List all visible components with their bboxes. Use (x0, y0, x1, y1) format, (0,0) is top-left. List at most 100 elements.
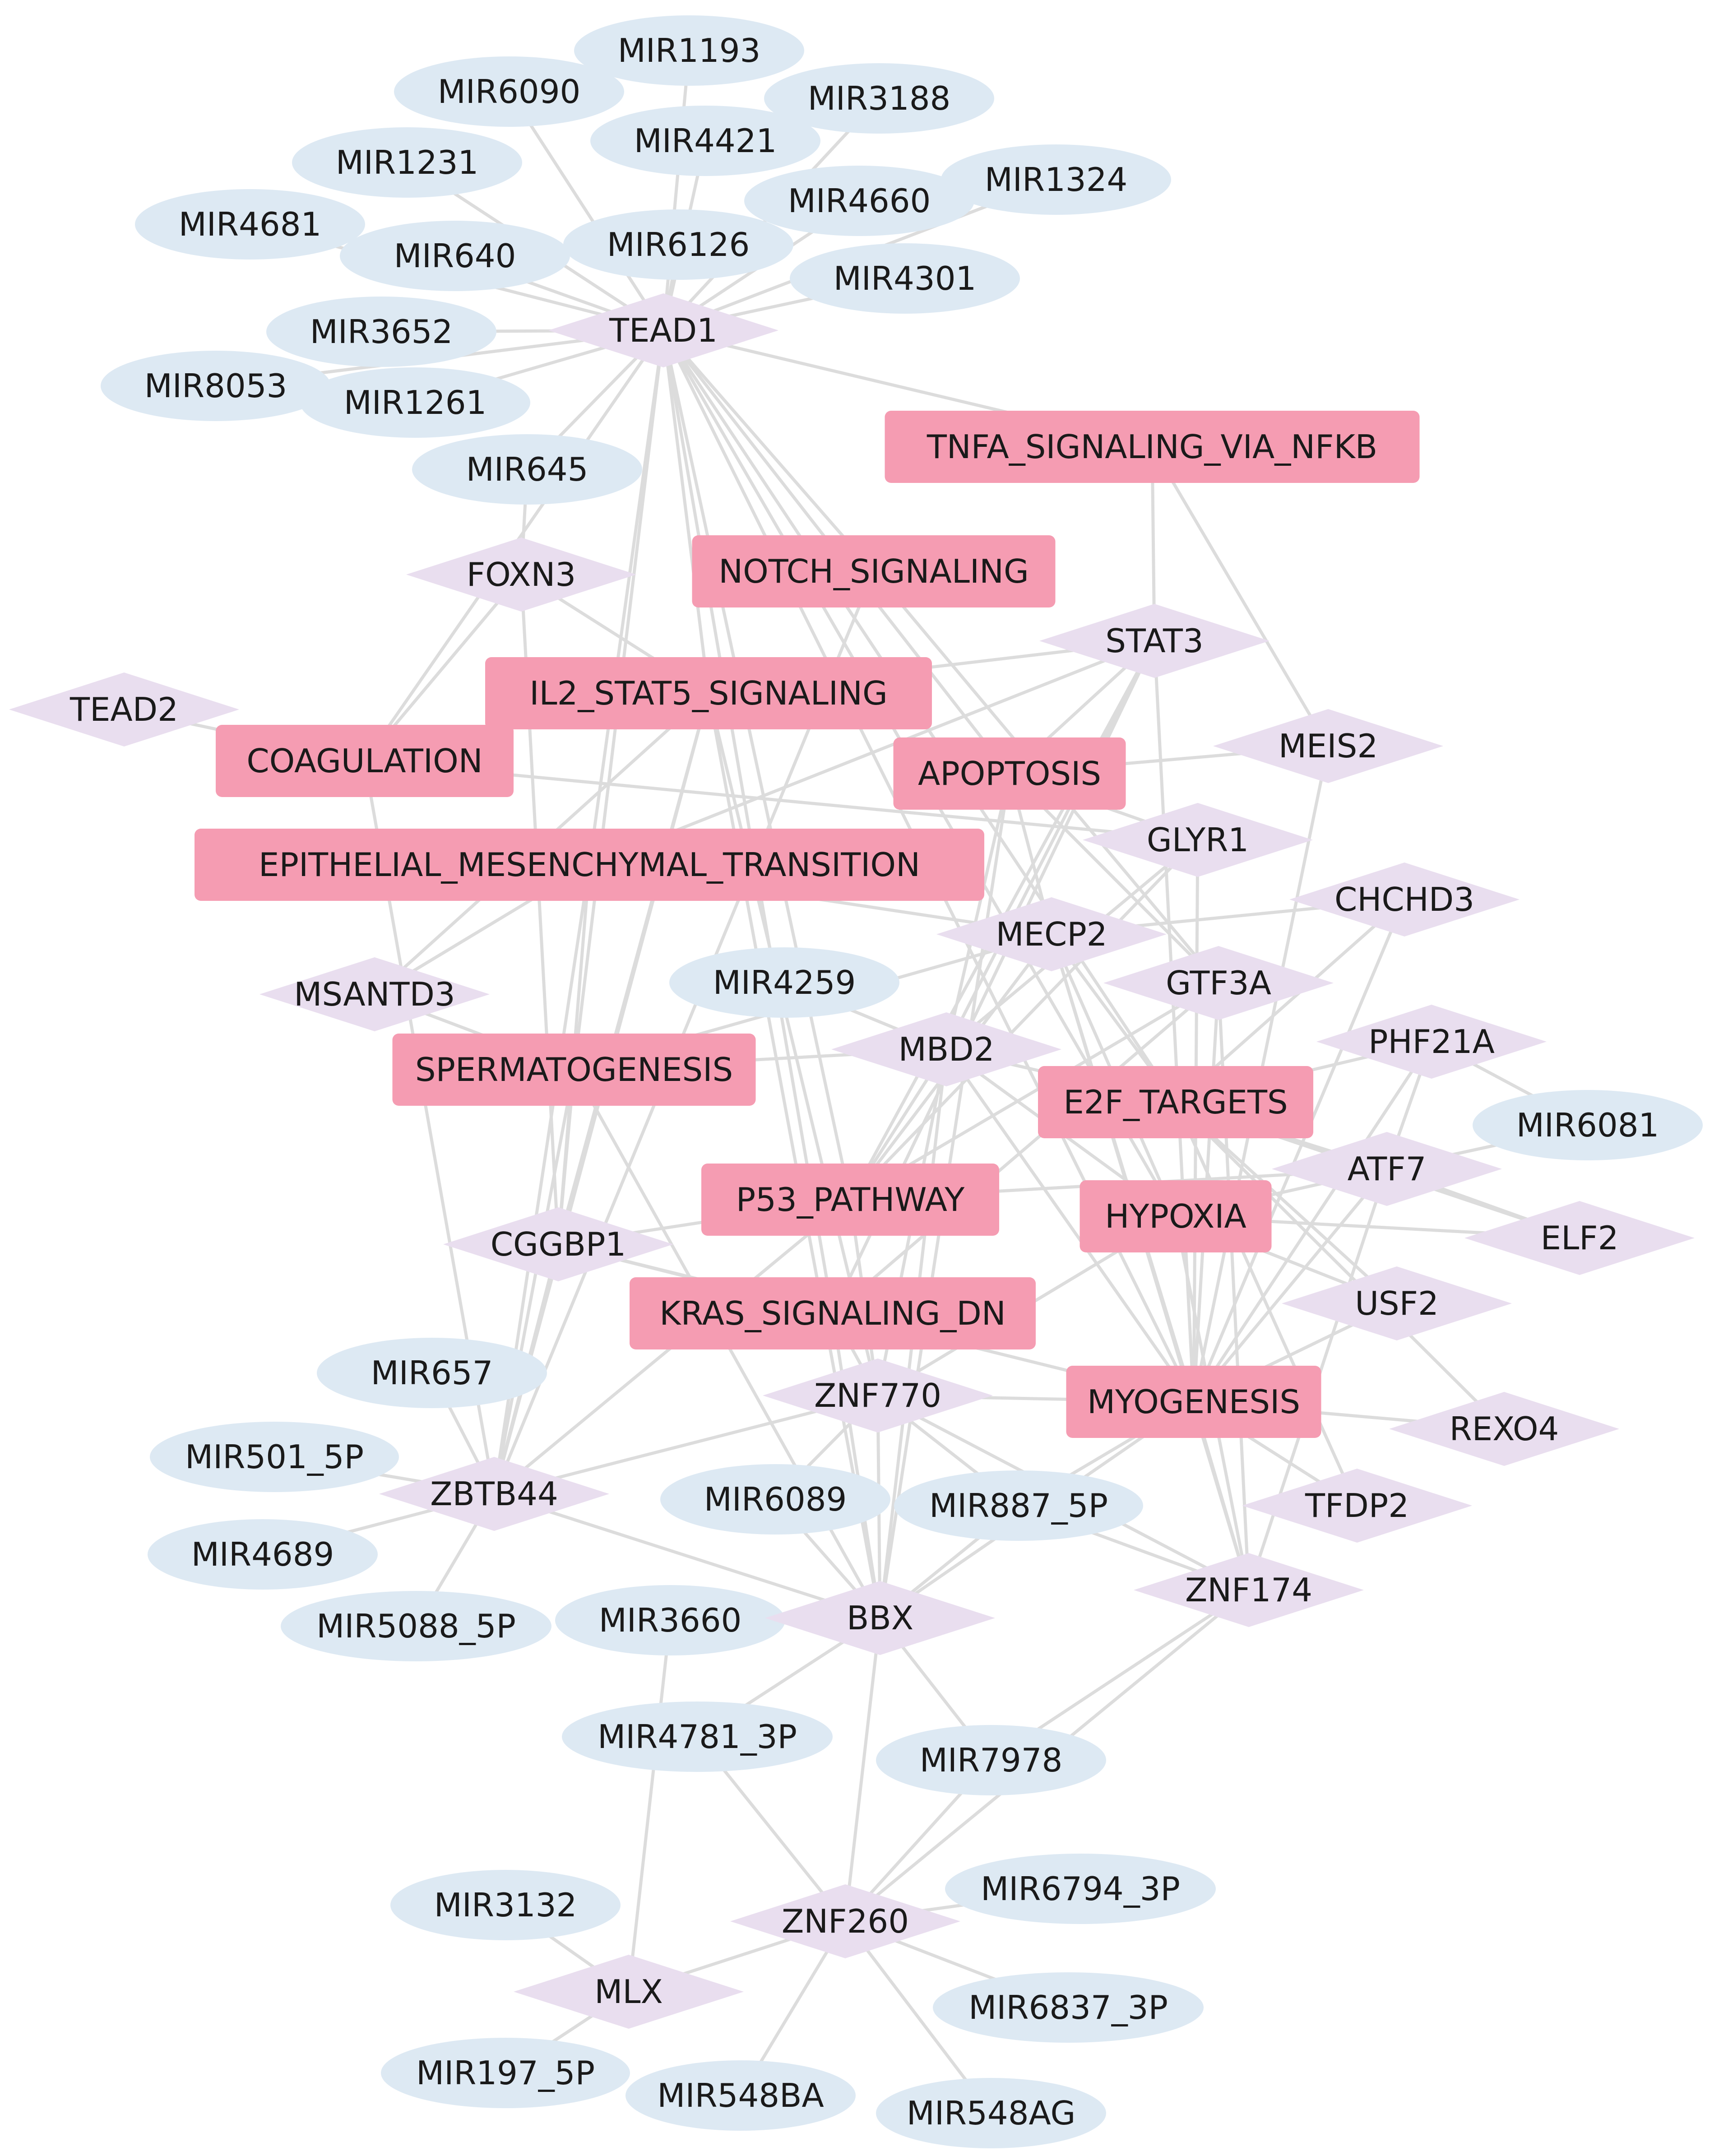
mirna-node-mir6081[interactable]: MIR6081 (1473, 1090, 1703, 1160)
tf-diamond (406, 538, 636, 612)
mirna-node-mir640[interactable]: MIR640 (340, 221, 570, 291)
node-label: ZNF260 (782, 1902, 909, 1940)
pathway-node-p53-pathway[interactable]: P53_PATHWAY (701, 1164, 999, 1236)
tf-diamond (514, 1955, 744, 2029)
tf-node-mlx[interactable]: MLX (514, 1955, 744, 2029)
mirna-node-mir3132[interactable]: MIR3132 (390, 1870, 621, 1940)
mirna-ellipse (590, 106, 820, 176)
tf-node-znf260[interactable]: ZNF260 (730, 1884, 960, 1958)
edge-glyr1-to-p53-pathway (849, 839, 1199, 1201)
tf-node-msantd3[interactable]: MSANTD3 (259, 957, 490, 1031)
tf-node-usf2[interactable]: USF2 (1282, 1266, 1512, 1340)
node-label: IL2_STAT5_SIGNALING (529, 674, 888, 712)
mirna-node-mir3188[interactable]: MIR3188 (764, 63, 994, 134)
node-label: ATF7 (1348, 1150, 1427, 1188)
pathway-node-il2-stat5-signaling[interactable]: IL2_STAT5_SIGNALING (485, 657, 932, 729)
tf-diamond (1289, 862, 1520, 937)
mirna-node-mir1193[interactable]: MIR1193 (574, 15, 804, 86)
pathway-rect (216, 725, 514, 797)
mirna-node-mir4689[interactable]: MIR4689 (148, 1519, 378, 1590)
pathway-node-e2f-targets[interactable]: E2F_TARGETS (1038, 1066, 1313, 1138)
pathway-node-myogenesis[interactable]: MYOGENESIS (1066, 1366, 1321, 1438)
mirna-node-mir1231[interactable]: MIR1231 (292, 127, 522, 198)
node-label: MIR3660 (599, 1601, 742, 1639)
tf-node-mbd2[interactable]: MBD2 (831, 1012, 1061, 1086)
mirna-node-mir6126[interactable]: MIR6126 (563, 209, 793, 280)
tf-node-chchd3[interactable]: CHCHD3 (1289, 862, 1520, 937)
mirna-ellipse (555, 1585, 785, 1655)
mirna-node-mir3652[interactable]: MIR3652 (266, 297, 496, 367)
node-label: HYPOXIA (1105, 1197, 1246, 1235)
tf-node-cggbp1[interactable]: CGGBP1 (443, 1207, 673, 1281)
mirna-node-mir8053[interactable]: MIR8053 (101, 351, 331, 421)
tf-node-phf21a[interactable]: PHF21A (1316, 1005, 1547, 1079)
mirna-node-mir6837-3p[interactable]: MIR6837_3P (933, 1972, 1204, 2043)
tf-node-tead1[interactable]: TEAD1 (548, 293, 778, 367)
mirna-node-mir5088-5p[interactable]: MIR5088_5P (281, 1591, 551, 1661)
node-label: MIR645 (466, 450, 588, 488)
node-label: CGGBP1 (491, 1225, 626, 1263)
tf-node-rexo4[interactable]: REXO4 (1389, 1392, 1619, 1466)
node-label: MIR1324 (985, 161, 1128, 199)
tf-node-bbx[interactable]: BBX (765, 1581, 995, 1655)
node-label: TNFA_SIGNALING_VIA_NFKB (927, 428, 1377, 466)
mirna-node-mir887-5p[interactable]: MIR887_5P (894, 1470, 1143, 1541)
mirna-node-mir548ba[interactable]: MIR548BA (626, 2060, 856, 2131)
mirna-ellipse (876, 2078, 1106, 2148)
tf-node-atf7[interactable]: ATF7 (1272, 1132, 1502, 1206)
tf-node-mecp2[interactable]: MECP2 (936, 897, 1167, 971)
pathway-node-tnfa-signaling-via-nfkb[interactable]: TNFA_SIGNALING_VIA_NFKB (885, 411, 1420, 483)
mirna-ellipse (626, 2060, 856, 2131)
node-label: APOPTOSIS (918, 755, 1101, 793)
mirna-node-mir657[interactable]: MIR657 (317, 1338, 547, 1408)
mirna-node-mir197-5p[interactable]: MIR197_5P (381, 2038, 630, 2108)
mirna-node-mir1261[interactable]: MIR1261 (300, 367, 530, 438)
mirna-node-mir6090[interactable]: MIR6090 (394, 56, 624, 127)
mirna-node-mir4301[interactable]: MIR4301 (790, 243, 1020, 314)
mirna-node-mir645[interactable]: MIR645 (412, 434, 642, 505)
mirna-node-mir4681[interactable]: MIR4681 (135, 189, 365, 260)
tf-node-elf2[interactable]: ELF2 (1464, 1201, 1695, 1275)
pathway-node-notch-signaling[interactable]: NOTCH_SIGNALING (692, 535, 1056, 607)
tf-diamond (379, 1457, 609, 1531)
mirna-node-mir4259[interactable]: MIR4259 (669, 947, 899, 1018)
mirna-ellipse (790, 243, 1020, 314)
tf-node-znf174[interactable]: ZNF174 (1134, 1553, 1364, 1627)
mirna-node-mir501-5p[interactable]: MIR501_5P (150, 1422, 399, 1492)
node-label: EPITHELIAL_MESENCHYMAL_TRANSITION (259, 846, 920, 884)
node-label: MIR4681 (179, 205, 322, 243)
node-label: MLX (594, 1973, 663, 2011)
pathway-node-hypoxia[interactable]: HYPOXIA (1080, 1180, 1272, 1252)
mirna-node-mir6089[interactable]: MIR6089 (660, 1464, 890, 1535)
pathway-node-apoptosis[interactable]: APOPTOSIS (893, 737, 1126, 810)
pathway-rect (692, 535, 1056, 607)
tf-node-gtf3a[interactable]: GTF3A (1103, 946, 1334, 1020)
edge-phf21a-to-myogenesis (1192, 1041, 1433, 1403)
mirna-node-mir4421[interactable]: MIR4421 (590, 106, 820, 176)
pathway-node-spermatogenesis[interactable]: SPERMATOGENESIS (392, 1034, 756, 1106)
tf-node-foxn3[interactable]: FOXN3 (406, 538, 636, 612)
pathway-node-epithelial-mesenchymal-transition[interactable]: EPITHELIAL_MESENCHYMAL_TRANSITION (195, 829, 984, 901)
pathway-rect (630, 1277, 1036, 1349)
pathway-node-coagulation[interactable]: COAGULATION (216, 725, 514, 797)
node-label: MIR657 (371, 1354, 493, 1392)
edge-chchd3-to-myogenesis (1192, 899, 1406, 1403)
mirna-ellipse (894, 1470, 1143, 1541)
tf-node-zbtb44[interactable]: ZBTB44 (379, 1457, 609, 1531)
tf-node-glyr1[interactable]: GLYR1 (1083, 803, 1313, 877)
tf-node-stat3[interactable]: STAT3 (1039, 604, 1270, 678)
tf-node-meis2[interactable]: MEIS2 (1213, 709, 1443, 783)
mirna-node-mir1324[interactable]: MIR1324 (941, 144, 1171, 215)
mirna-node-mir548ag[interactable]: MIR548AG (876, 2078, 1106, 2148)
mirna-node-mir4660[interactable]: MIR4660 (744, 166, 974, 236)
tf-node-tead2[interactable]: TEAD2 (9, 672, 239, 746)
pathway-node-kras-signaling-dn[interactable]: KRAS_SIGNALING_DN (630, 1277, 1036, 1349)
mirna-node-mir6794-3p[interactable]: MIR6794_3P (945, 1854, 1216, 1924)
mirna-node-mir4781-3p[interactable]: MIR4781_3P (562, 1702, 833, 1772)
tf-diamond (9, 672, 239, 746)
tf-node-znf770[interactable]: ZNF770 (763, 1359, 993, 1433)
mirna-node-mir3660[interactable]: MIR3660 (555, 1585, 785, 1655)
node-label: GTF3A (1166, 964, 1271, 1002)
tf-node-tfdp2[interactable]: TFDP2 (1242, 1469, 1472, 1543)
mirna-node-mir7978[interactable]: MIR7978 (876, 1725, 1106, 1795)
